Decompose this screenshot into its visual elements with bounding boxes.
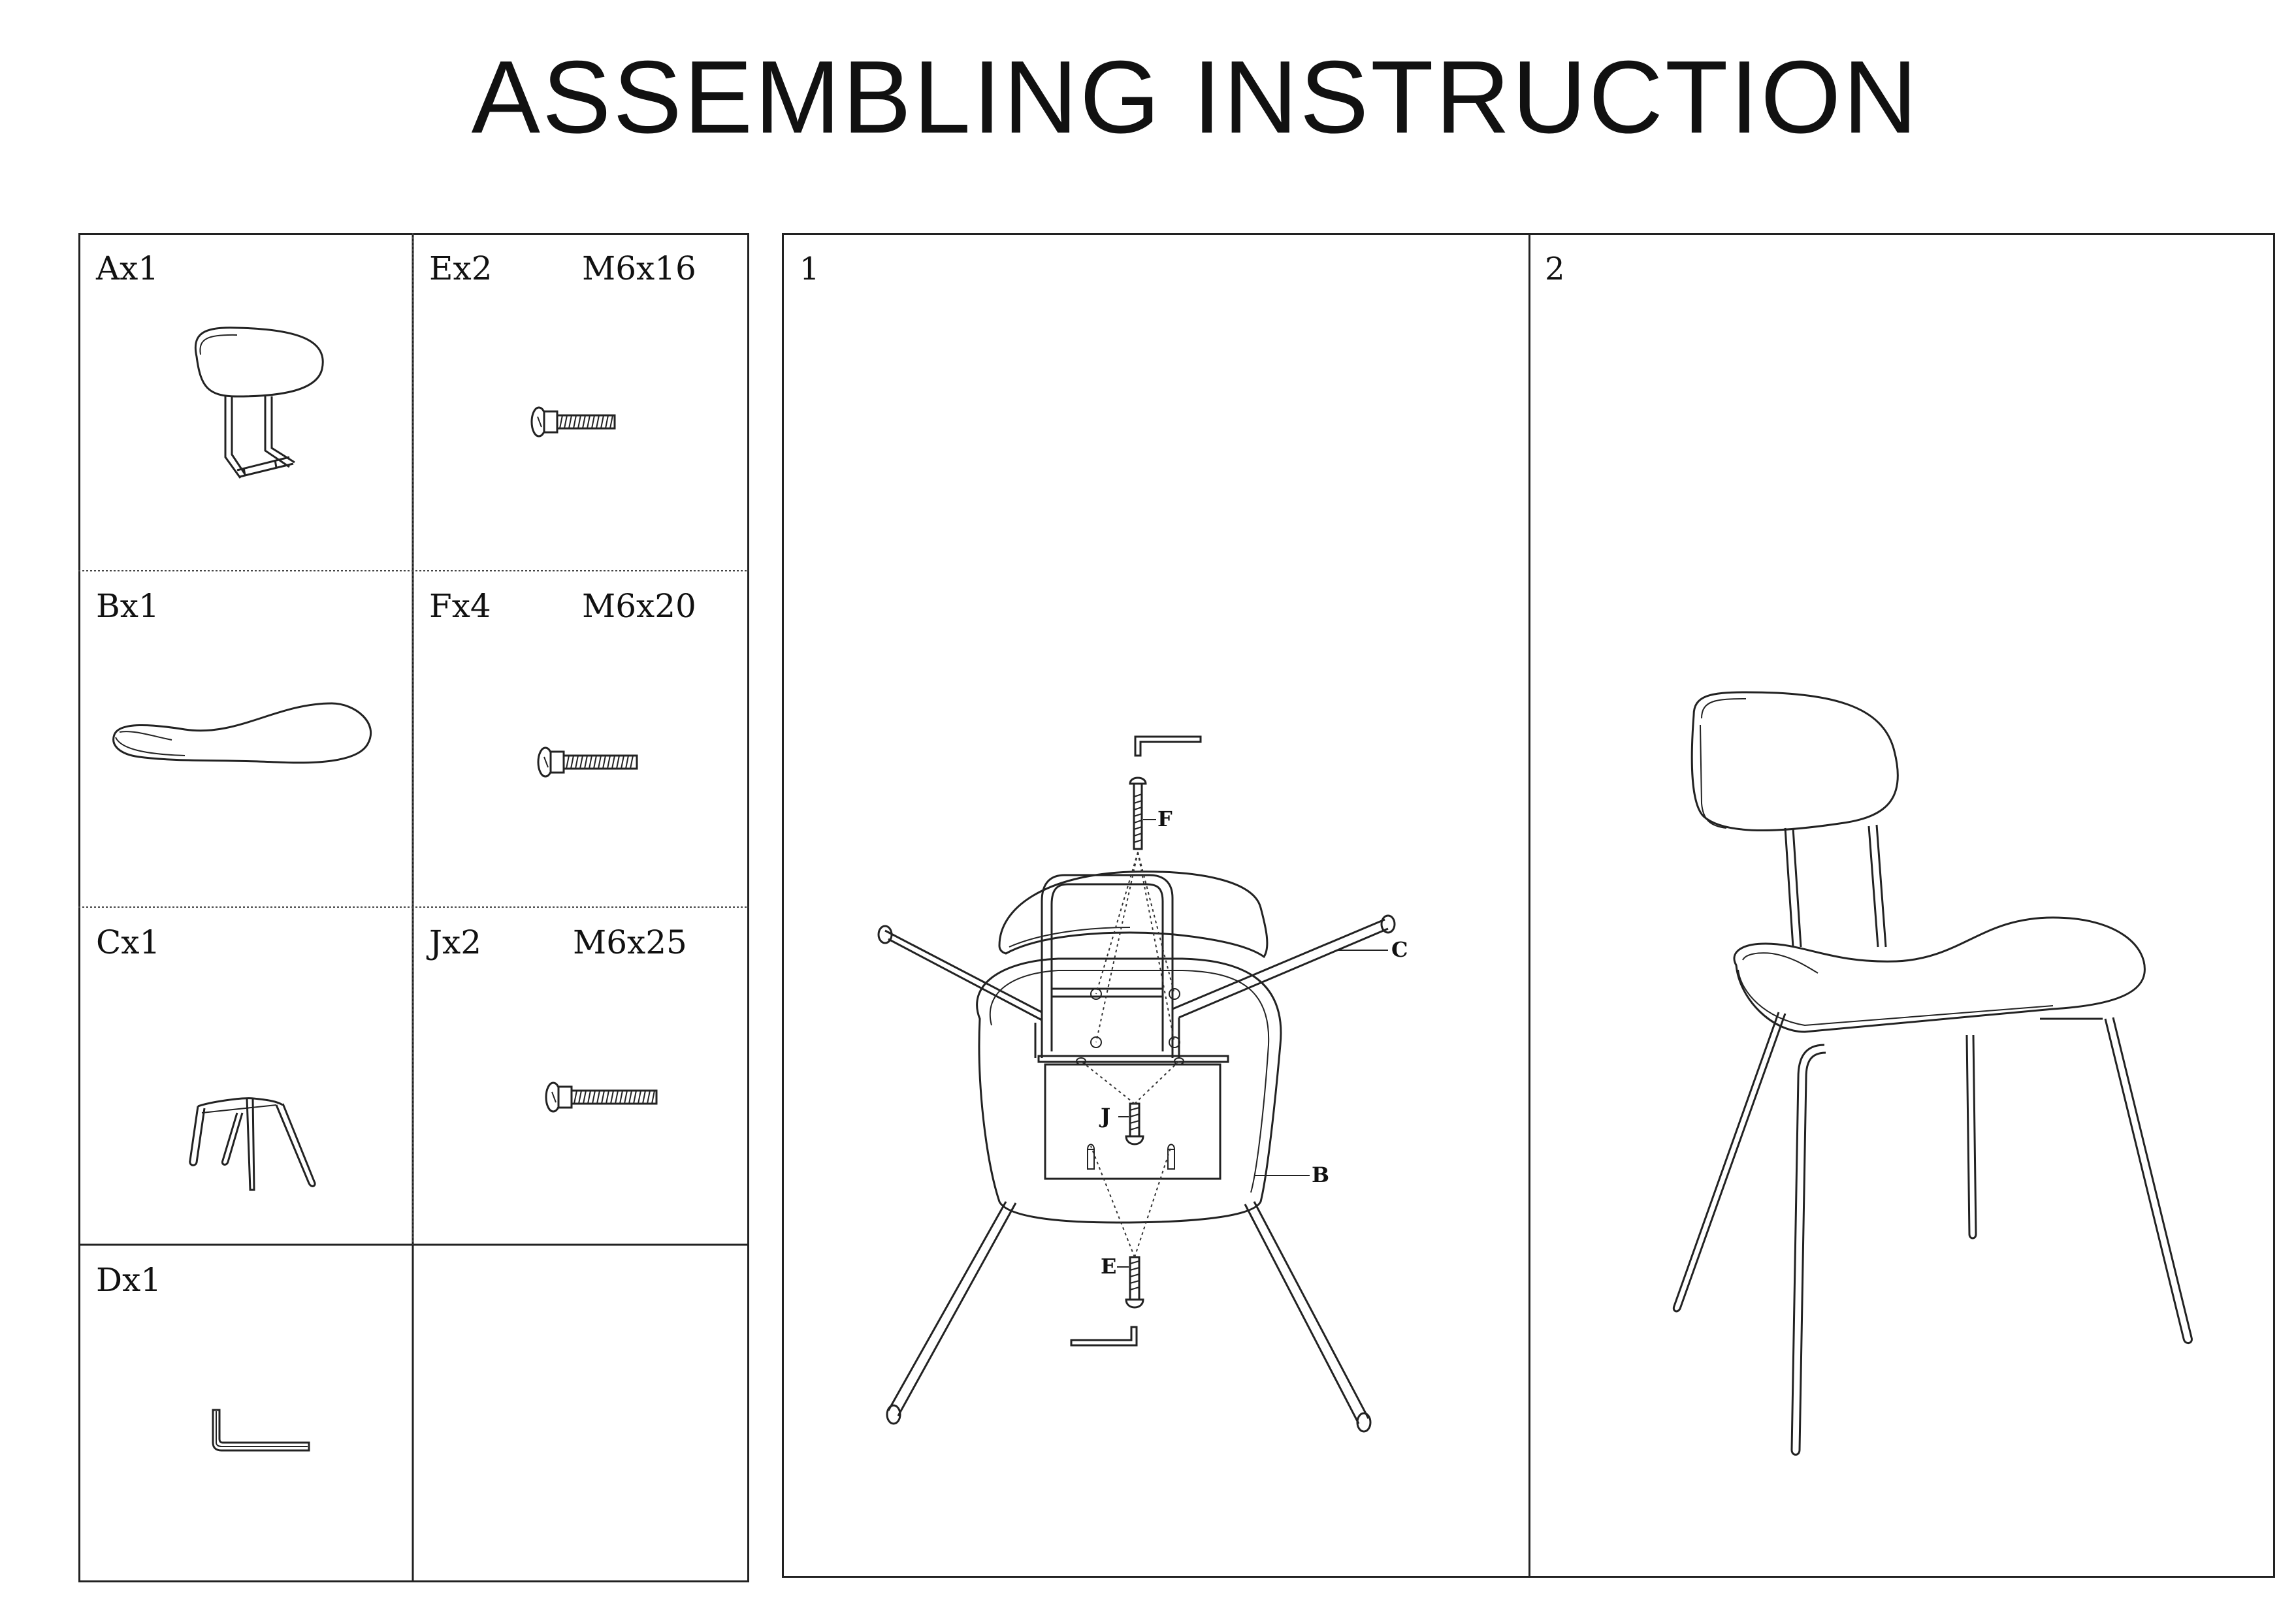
page-title: ASSEMBLING INSTRUCTION bbox=[471, 40, 1920, 155]
callout-b: B bbox=[1312, 1162, 1329, 1187]
assembled-chair-diagram bbox=[1672, 691, 2193, 1456]
bolt-icon bbox=[537, 746, 638, 778]
part-size-e: M6x16 bbox=[582, 249, 696, 287]
bolt-icon bbox=[530, 406, 616, 438]
callout-e: E bbox=[1101, 1254, 1116, 1279]
bolt-icon bbox=[545, 1081, 658, 1113]
part-cell-d: Dx1 bbox=[80, 1247, 415, 1584]
exploded-assembly-diagram: F C J B E bbox=[877, 735, 1408, 1433]
part-size-j: M6x25 bbox=[573, 923, 687, 961]
allen-key-icon bbox=[1134, 735, 1202, 757]
seat-outline bbox=[976, 957, 1282, 1224]
part-cell-j: Jx2 M6x25 bbox=[415, 909, 751, 1247]
part-label-c: Cx1 bbox=[96, 923, 161, 961]
part-label-f: Fx4 bbox=[429, 587, 491, 625]
part-label-d: Dx1 bbox=[96, 1261, 162, 1299]
part-label-a: Ax1 bbox=[96, 249, 159, 287]
part-cell-empty bbox=[415, 1247, 751, 1584]
seat-icon bbox=[112, 702, 372, 764]
leg-frame-icon bbox=[189, 1097, 316, 1191]
backrest-icon bbox=[194, 327, 324, 479]
part-size-f: M6x20 bbox=[582, 587, 696, 625]
step-number: 2 bbox=[1545, 251, 1565, 287]
part-cell-b: Bx1 bbox=[80, 573, 415, 909]
step-divider bbox=[1528, 235, 1530, 1576]
part-cell-f: Fx4 M6x20 bbox=[415, 573, 751, 909]
part-label-b: Bx1 bbox=[96, 587, 159, 625]
step-number: 1 bbox=[800, 251, 820, 287]
part-label-e: Ex2 bbox=[429, 249, 493, 287]
step-1-panel: 1 bbox=[784, 235, 1528, 1576]
bolt-j-icon bbox=[1125, 1102, 1144, 1145]
part-cell-c: Cx1 bbox=[80, 909, 415, 1247]
allen-key-icon bbox=[212, 1409, 310, 1452]
callout-c: C bbox=[1391, 937, 1408, 962]
steps-panel: 1 bbox=[782, 233, 2275, 1578]
part-cell-a: Ax1 bbox=[80, 235, 415, 573]
part-label-j: Jx2 bbox=[429, 923, 482, 961]
callout-j: J bbox=[1099, 1104, 1110, 1128]
part-cell-e: Ex2 M6x16 bbox=[415, 235, 751, 573]
table-grid-lines bbox=[78, 233, 749, 1582]
allen-key-icon bbox=[1070, 1326, 1138, 1347]
bolt-f-icon bbox=[1129, 776, 1147, 850]
parts-table: Ax1 Ex2 M6x16 bbox=[78, 233, 749, 1582]
callout-f: F bbox=[1157, 807, 1172, 831]
step-2-panel: 2 bbox=[1530, 235, 2275, 1576]
